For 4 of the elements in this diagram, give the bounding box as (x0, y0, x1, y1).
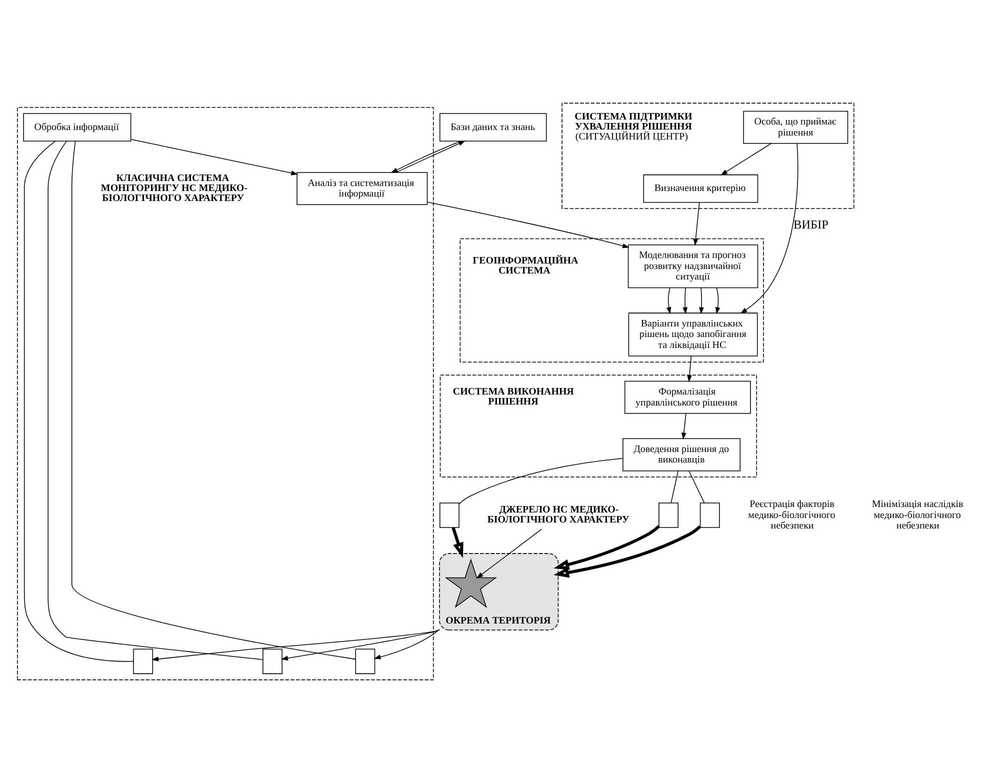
label: Мінімізація наслідків медико-біологічного небезпеки (872, 498, 964, 532)
label: Реєстрація факторів медико-біологічного небезпеки (748, 498, 836, 532)
node-text: ДЖЕРЕЛО НС МЕДИКО-БІОЛОГІЧНОГО ХАРАКТЕРУ (487, 504, 630, 525)
edge-label: ВИБІР (793, 217, 828, 232)
